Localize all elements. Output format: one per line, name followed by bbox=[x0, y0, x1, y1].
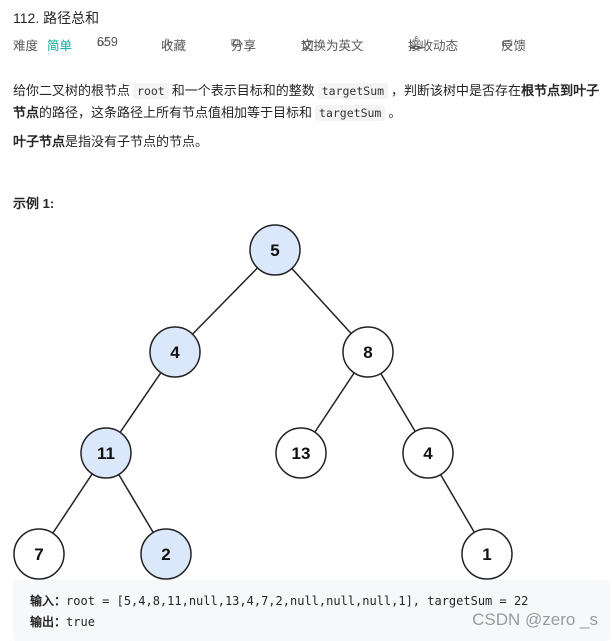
feedback-label: 反馈 bbox=[501, 39, 527, 53]
tree-node-label: 7 bbox=[34, 545, 43, 564]
tree-node-label: 4 bbox=[170, 343, 180, 362]
desc-text: 给你二叉树的根节点 bbox=[13, 83, 131, 98]
star-icon: ☆ bbox=[161, 35, 173, 50]
desc-bold: 根节点到叶子节点 bbox=[13, 83, 600, 120]
desc-text: ，判断该树中是否存在 bbox=[391, 83, 522, 98]
example-title: 示例 1: bbox=[13, 196, 55, 211]
leaf-definition: 叶子节点是指没有子节点的节点。 bbox=[13, 131, 208, 150]
tree-node-circle bbox=[249, 224, 301, 276]
tree-node-circle bbox=[140, 528, 192, 580]
share-label: 分享 bbox=[231, 39, 257, 53]
tree-node-circle bbox=[275, 427, 327, 479]
desc-text: 和一个表示目标和的整数 bbox=[171, 83, 315, 98]
tree-node-label: 11 bbox=[97, 444, 115, 463]
switch-language-label: 切换为英文 bbox=[301, 39, 364, 53]
example-output-line: 输出：true bbox=[30, 613, 95, 630]
tree-node-circle bbox=[402, 427, 454, 479]
tree-edges bbox=[38, 249, 488, 555]
tree-node-label: 2 bbox=[161, 545, 170, 564]
input-value: root = [5,4,8,11,null,13,4,7,2,null,null… bbox=[66, 594, 529, 608]
tree-node-circle bbox=[80, 427, 132, 479]
binary-tree-diagram: 5 4 8 11 13 4 7 2 1 bbox=[13, 224, 513, 580]
example-code-block: 输入：root = [5,4,8,11,null,13,4,7,2,null,n… bbox=[13, 580, 610, 641]
leaf-bold: 叶子节点 bbox=[13, 134, 66, 149]
difficulty-value: 简单 bbox=[47, 39, 73, 53]
tree-node-label: 4 bbox=[423, 444, 433, 463]
tree-node-circle bbox=[13, 528, 65, 580]
thumbs-up-icon: 👍︎ bbox=[97, 35, 111, 50]
output-value: true bbox=[66, 615, 95, 629]
tree-node-circle bbox=[342, 326, 394, 378]
input-label: 输入： bbox=[30, 594, 67, 608]
difficulty-label: 难度 bbox=[13, 39, 39, 53]
favorite-label: 收藏 bbox=[161, 39, 187, 53]
code-root: root bbox=[133, 83, 169, 99]
leaf-text: 是指没有子节点的节点。 bbox=[65, 134, 209, 149]
output-label: 输出： bbox=[30, 615, 67, 629]
tree-node-circle bbox=[149, 326, 201, 378]
tree-node-label: 5 bbox=[270, 241, 279, 260]
desc-text: 的路径，这条路径上所有节点值相加等于目标和 bbox=[39, 105, 313, 120]
tree-node-circle bbox=[461, 528, 513, 580]
problem-title: 112. 路径总和 bbox=[13, 10, 100, 26]
code-target-sum: targetSum bbox=[317, 83, 389, 99]
problem-meta-bar: 难度 简单 👍︎659 ☆收藏 ⧉分享 文切换为英文 🔔︎接收动态 ▭反馈 bbox=[13, 35, 612, 53]
tree-node-label: 13 bbox=[292, 444, 311, 463]
notify-label: 接收动态 bbox=[408, 39, 459, 53]
share-icon: ⧉ bbox=[231, 35, 241, 50]
watermark: CSDN @zero _s bbox=[472, 610, 598, 629]
bell-icon: 🔔︎ bbox=[408, 35, 425, 50]
tree-node-label: 1 bbox=[482, 545, 491, 564]
example-input-line: 输入：root = [5,4,8,11,null,13,4,7,2,null,n… bbox=[30, 592, 528, 609]
like-count: 659 bbox=[97, 35, 118, 49]
feedback-icon: ▭ bbox=[501, 35, 514, 50]
tree-node-label: 8 bbox=[363, 343, 372, 362]
desc-text: 。 bbox=[388, 105, 402, 120]
code-target-sum: targetSum bbox=[315, 105, 386, 121]
translate-icon: 文 bbox=[301, 38, 315, 53]
